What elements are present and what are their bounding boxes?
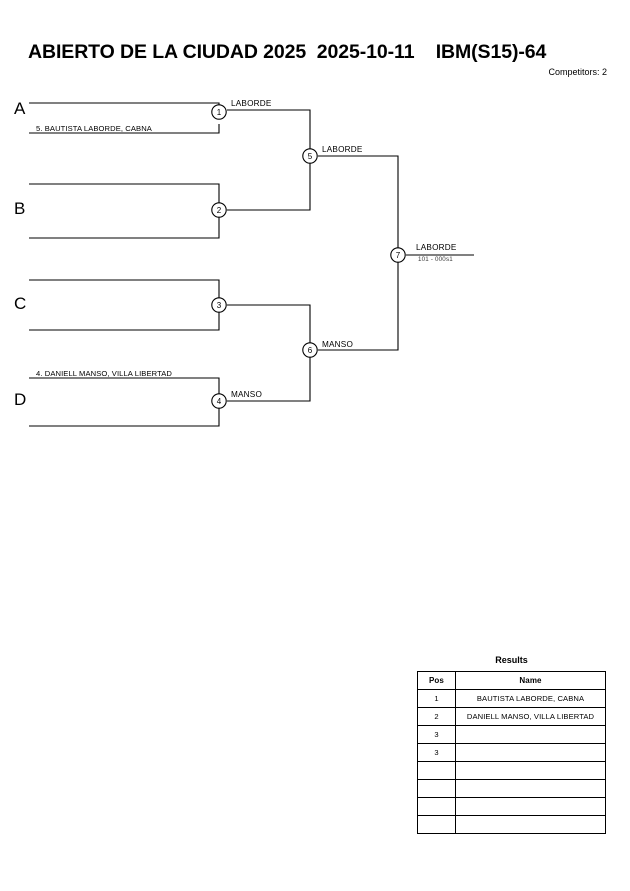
match-7-number: 7: [395, 251, 401, 260]
match-2-bottom-line: [29, 217, 220, 239]
results-table: Pos Name 1 BAUTISTA LABORDE, CABNA 2 DAN…: [417, 671, 606, 834]
match-4-winner: MANSO: [231, 390, 263, 399]
result-name: [455, 797, 606, 816]
match-2-number: 2: [216, 206, 222, 215]
match-1-winner: LABORDE: [231, 99, 272, 108]
match-7-winner: LABORDE: [416, 243, 457, 252]
match-7-feed-top: [318, 155, 399, 248]
table-row[interactable]: [417, 761, 606, 780]
results-panel: Results Pos Name 1 BAUTISTA LABORDE, CAB…: [417, 655, 606, 834]
result-pos: 2: [417, 707, 456, 726]
match-1-top-line: [29, 102, 220, 112]
table-row[interactable]: [417, 815, 606, 834]
match-4-top-line: [29, 377, 220, 394]
match-7-node[interactable]: [390, 247, 406, 263]
match-3-number: 3: [216, 301, 222, 310]
table-row[interactable]: [417, 797, 606, 816]
result-name: [455, 725, 606, 744]
match-2-top-line: [29, 183, 220, 203]
result-name: [455, 815, 606, 834]
match-6-feed-top: [227, 304, 311, 343]
bracket-diagram: [29, 102, 474, 427]
match-1-bottom-line: [29, 124, 220, 134]
match-5-winner: LABORDE: [322, 145, 363, 154]
results-header-row: Pos Name: [417, 671, 606, 690]
result-pos: [417, 797, 456, 816]
match-4-node[interactable]: [211, 393, 227, 409]
match-5-number: 5: [307, 152, 313, 161]
match-6-feed-bottom: [227, 357, 311, 402]
match-5-node[interactable]: [302, 148, 318, 164]
results-col-name: Name: [455, 671, 606, 690]
match-4-entrant-top: 4. DANIELL MANSO, VILLA LIBERTAD: [36, 369, 173, 378]
match-5-feed-top: [227, 109, 311, 149]
group-label-c: C: [14, 294, 27, 313]
result-pos: [417, 779, 456, 798]
result-pos: 1: [417, 689, 456, 708]
table-row[interactable]: [417, 779, 606, 798]
match-6-node[interactable]: [302, 342, 318, 358]
results-col-pos: Pos: [417, 671, 456, 690]
result-pos: [417, 815, 456, 834]
match-6-winner: MANSO: [322, 340, 354, 349]
group-label-d: D: [14, 390, 27, 409]
competitors-count: Competitors: 2: [548, 67, 607, 77]
match-3-bottom-line: [29, 312, 220, 331]
match-4-number: 4: [216, 397, 222, 406]
match-5-feed-bottom: [227, 163, 311, 211]
result-name: [455, 779, 606, 798]
result-pos: [417, 761, 456, 780]
match-7-feed-bottom: [318, 262, 399, 351]
table-row[interactable]: 3: [417, 725, 606, 744]
result-name: [455, 743, 606, 762]
match-3-node[interactable]: [211, 297, 227, 313]
result-pos: 3: [417, 743, 456, 762]
results-caption: Results: [495, 655, 528, 665]
match-2-node[interactable]: [211, 202, 227, 218]
result-pos: 3: [417, 725, 456, 744]
page-title: ABIERTO DE LA CIUDAD 2025 2025-10-11 IBM…: [28, 41, 547, 63]
match-6-number: 6: [307, 346, 313, 355]
match-7-score: 101 - 000s1: [418, 256, 453, 263]
table-row[interactable]: 3: [417, 743, 606, 762]
match-1-entrant-top: 5. BAUTISTA LABORDE, CABNA: [36, 124, 152, 133]
result-name: BAUTISTA LABORDE, CABNA: [455, 689, 606, 708]
table-row[interactable]: 1 BAUTISTA LABORDE, CABNA: [417, 689, 606, 708]
match-4-bottom-line: [29, 408, 220, 427]
group-label-a: A: [14, 99, 26, 118]
result-name: [455, 761, 606, 780]
match-1-number: 1: [216, 108, 222, 117]
group-label-b: B: [14, 199, 26, 218]
table-row[interactable]: 2 DANIELL MANSO, VILLA LIBERTAD: [417, 707, 606, 726]
match-3-top-line: [29, 279, 220, 298]
match-1-node[interactable]: [211, 104, 227, 120]
result-name: DANIELL MANSO, VILLA LIBERTAD: [455, 707, 606, 726]
